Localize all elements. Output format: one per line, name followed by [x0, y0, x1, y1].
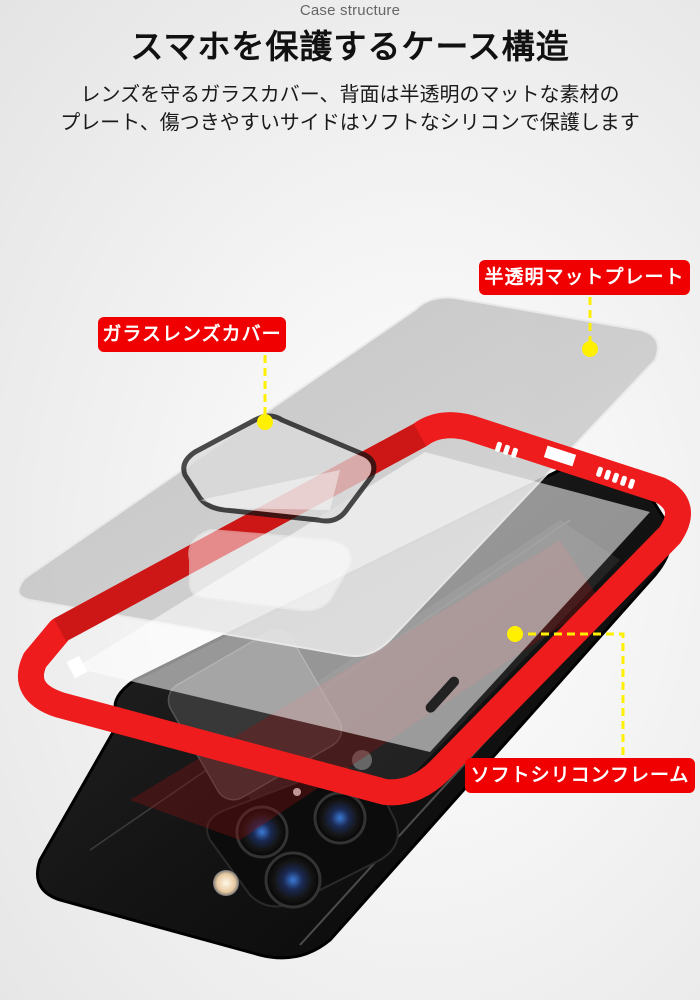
callout-lens-leader	[257, 355, 273, 430]
subtitle-case-structure: Case structure	[299, 2, 401, 19]
callout-plate-leader	[582, 297, 598, 357]
callout-frame-leader	[507, 626, 625, 755]
label-glass-lens-cover: ガラスレンズカバー	[98, 317, 286, 352]
glass-lens-cover	[181, 413, 377, 524]
camera-module	[206, 766, 399, 909]
page-title: スマホを保護するケース構造	[130, 27, 570, 66]
label-silicone-frame: ソフトシリコンフレーム	[465, 758, 695, 793]
label-matte-plate: 半透明マットプレート	[479, 260, 690, 295]
description-line-1: レンズを守るガラスカバー、背面は半透明のマットな素材の	[80, 82, 620, 106]
case-camera-opening	[188, 528, 352, 612]
description-line-2: プレート、傷つきやすいサイドはソフトなシリコンで保護します	[60, 110, 640, 134]
description: レンズを守るガラスカバー、背面は半透明のマットな素材の プレート、傷つきやすいサ…	[0, 80, 700, 136]
